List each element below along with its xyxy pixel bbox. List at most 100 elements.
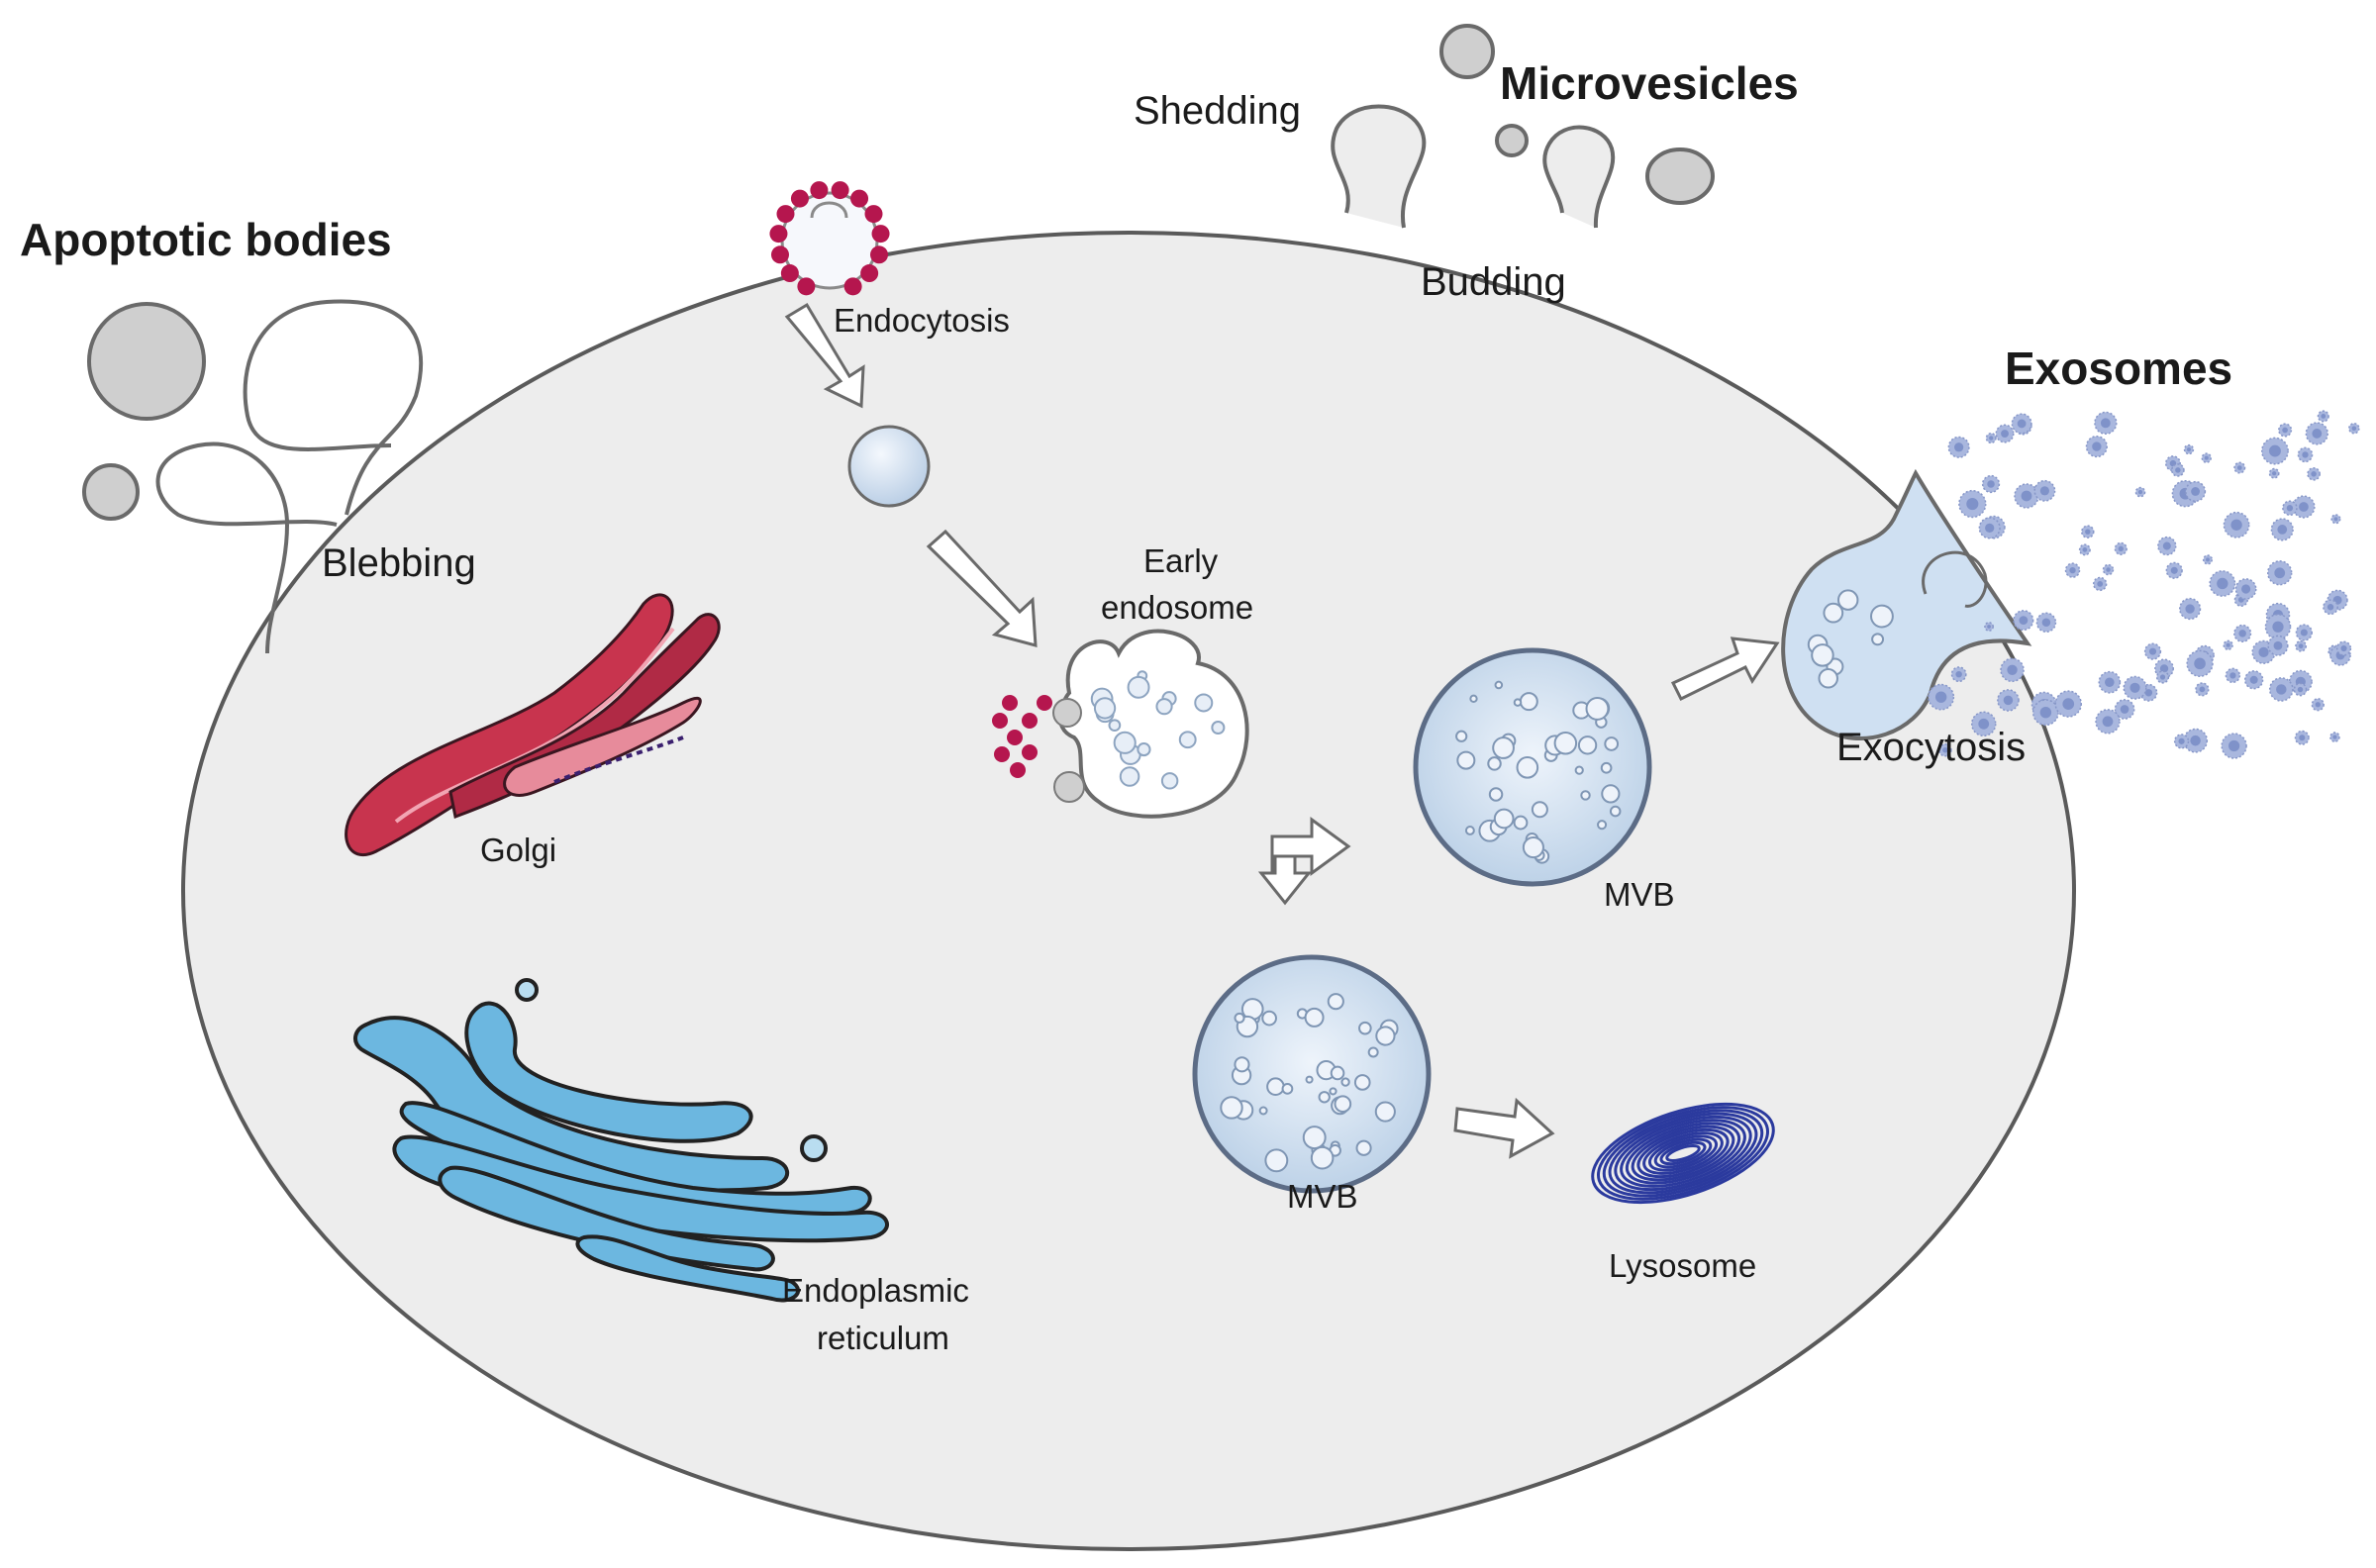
cargo-dot [780,264,799,283]
cargo-dot [1007,730,1023,745]
intraluminal-vesicle [1577,735,1598,755]
exosome-particle [2295,639,2308,652]
lysosome-ring [1636,1127,1730,1179]
label-golgi: Golgi [480,832,556,868]
label-early-endosome-1: Early [1143,542,1219,579]
intraluminal-vesicle [1093,697,1117,720]
cargo-dot [843,277,862,296]
lysosome-ring [1659,1140,1707,1166]
exosome-particle [2183,443,2195,455]
arrow-endocytosis [784,302,865,409]
cargo-dot [870,245,889,264]
intraluminal-vesicle [1234,1056,1250,1073]
intraluminal-vesicle [1266,1077,1285,1097]
intraluminal-vesicle [1811,643,1834,667]
intraluminal-vesicle [1823,602,1844,624]
bleb-upper [243,299,423,516]
exosome-particle [2179,597,2202,621]
arrow-to-early-endosome [926,529,1038,647]
lysosome-ring [1625,1122,1741,1185]
intraluminal-vesicle [1493,808,1515,830]
exosome-particle [2095,709,2121,735]
intraluminal-vesicles [1090,670,1226,790]
exosome-particle [1984,622,1994,632]
bleb-lower [155,441,338,654]
exosome-particle [2267,560,2293,586]
cargo-dots [769,181,890,296]
exosome-particle [2033,479,2056,502]
intraluminal-vesicle [1353,1074,1371,1091]
exosome-particle [2064,562,2081,578]
lysosome-ring [1665,1144,1701,1162]
cargo-dot [790,189,809,208]
exosome-particle [1958,489,1987,519]
exosome-particle [2114,699,2135,720]
label-apoptotic-bodies: Apoptotic bodies [20,214,392,265]
lysosome-ring [1631,1125,1735,1182]
exosome-particle [1995,424,2015,443]
exosome-particle [2171,463,2185,477]
intraluminal-vesicle [1305,1075,1314,1084]
exosome-particle [2102,563,2115,576]
exosome-particle [2186,649,2214,678]
exosome-particle [2330,514,2341,525]
exosome-particle [2294,730,2310,745]
intraluminal-vesicle [1374,1101,1396,1123]
exosome-particle [1938,742,1952,757]
cargo-dot [1037,695,1052,711]
intraluminal-vesicle [1318,1091,1331,1104]
intraluminal-vesicle [1464,825,1475,835]
cell-membrane [181,231,2076,1551]
label-early-endosome-2: endosome [1101,589,1253,626]
apoptotic-body-small [82,463,140,521]
intraluminal-vesicle [1487,756,1502,771]
intraluminal-vesicle [1488,787,1504,802]
exosome-particle [2202,554,2214,565]
intraluminal-vesicle [1304,1007,1325,1028]
exosome-particle [2092,576,2108,592]
exocytosis-fusion [1781,468,2032,741]
cargo-dot [992,713,1008,729]
exosome-particle [2035,612,2057,634]
exosome-particle [2264,613,2292,640]
exosome-particle [1978,517,2001,539]
intraluminal-vesicle [1492,736,1515,759]
intraluminal-vesicle [1330,1065,1345,1081]
label-er-1: Endoplasmic [782,1272,969,1309]
label-endocytosis: Endocytosis [834,302,1010,339]
cargo-dot [864,205,883,224]
exosome-particle [2078,543,2091,556]
cargo-dot [776,205,795,224]
exosome-particle [2134,486,2146,498]
exosome-particle [2348,422,2360,435]
intraluminal-vesicle [1113,731,1137,754]
label-budding: Budding [1421,260,1566,304]
cargo-dot [871,225,890,244]
intraluminal-vesicle [1155,698,1173,716]
exosome-particle [2335,640,2352,656]
exosome-particle [1981,474,2001,494]
exosome-particle [1947,436,1970,458]
intraluminal-vesicle [1334,1095,1352,1114]
cargo-dot [831,181,849,200]
exosome-particle [2013,610,2034,632]
shedding-bud [1331,104,1427,229]
mvb-upper [1413,647,1652,887]
label-shedding: Shedding [1134,89,1301,133]
apoptotic-bodies [82,299,423,654]
exosome-particle [2268,677,2294,702]
exosome-particle [2185,480,2207,503]
intraluminal-vesicle [1531,801,1548,819]
intraluminal-vesicle [1178,731,1197,749]
exosome-particle [2270,518,2294,541]
exosome-particle [2329,732,2340,742]
endocytic-vesicle [769,181,890,296]
cargo-dot [850,189,869,208]
early-endosome-bud-bottom [1053,771,1085,803]
early-endosome [992,629,1249,819]
intraluminal-vesicle [1137,741,1151,757]
exosome-particle [2143,642,2162,660]
early-endosome-cargo [992,695,1052,778]
microvesicle-1 [1439,24,1495,79]
